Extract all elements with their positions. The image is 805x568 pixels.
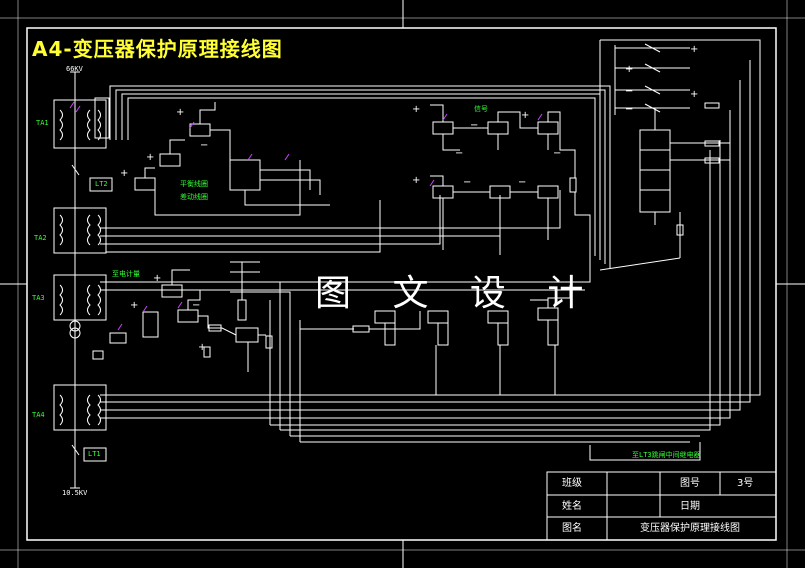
title-block-title-label: 图名 xyxy=(562,523,582,534)
label-diff-winding: 平衡线圈 xyxy=(180,180,208,188)
svg-text:+: + xyxy=(412,175,420,186)
label-ta3: TA3 xyxy=(32,294,45,302)
polarity-markers: + − + + + − − + − + − − + + − + − + + − + xyxy=(120,44,698,353)
svg-text:−: − xyxy=(192,300,200,311)
current-transformers xyxy=(53,97,113,462)
svg-text:−: − xyxy=(470,120,478,131)
svg-text:+: + xyxy=(625,64,633,75)
label-ta1: TA1 xyxy=(36,119,49,127)
main-bus xyxy=(69,71,81,489)
page-title: A4-变压器保护原理接线图 xyxy=(32,37,283,61)
svg-text:−: − xyxy=(200,140,208,151)
svg-text:−: − xyxy=(625,86,633,97)
local-wiring xyxy=(144,102,591,395)
svg-text:−: − xyxy=(625,104,633,115)
label-relay-signal: 信号 xyxy=(474,105,488,113)
title-block-title-value: 变压器保护原理接线图 xyxy=(640,523,740,534)
purple-markers xyxy=(69,101,543,331)
svg-text:+: + xyxy=(153,273,161,284)
label-top-voltage: 66KV xyxy=(66,65,83,73)
svg-text:−: − xyxy=(463,177,471,188)
svg-text:+: + xyxy=(146,152,154,163)
svg-text:+: + xyxy=(198,342,206,353)
label-ta4: TA4 xyxy=(32,411,45,419)
label-energy-metering: 至电计量 xyxy=(112,270,140,278)
label-bottom-note: 至LT3跳闸中间继电器 xyxy=(632,451,701,459)
label-diff-coil: 差动线圈 xyxy=(180,193,208,201)
svg-text:+: + xyxy=(690,89,698,100)
title-block-date-label: 日期 xyxy=(680,501,700,512)
svg-text:−: − xyxy=(518,177,526,188)
svg-text:+: + xyxy=(130,300,138,311)
svg-text:+: + xyxy=(412,104,420,115)
svg-text:+: + xyxy=(120,168,128,179)
label-lt2: LT2 xyxy=(95,180,108,188)
svg-text:+: + xyxy=(521,110,529,121)
svg-text:+: + xyxy=(690,44,698,55)
title-block-class-label: 班级 xyxy=(562,478,582,489)
label-ta2: TA2 xyxy=(34,234,47,242)
watermark-text: 图 文 设 计 xyxy=(315,273,599,314)
right-switch-column xyxy=(599,40,730,271)
label-lt1: LT1 xyxy=(88,450,101,458)
svg-text:+: + xyxy=(176,107,184,118)
svg-text:−: − xyxy=(455,148,463,159)
title-block-drawing-no-label: 图号 xyxy=(680,478,700,489)
label-bottom-voltage: 10.5KV xyxy=(62,489,88,497)
title-block-drawing-no-value: 3号 xyxy=(737,478,754,489)
svg-text:−: − xyxy=(553,148,561,159)
title-block-name-label: 姓名 xyxy=(562,501,582,512)
title-block-grid xyxy=(546,471,777,541)
